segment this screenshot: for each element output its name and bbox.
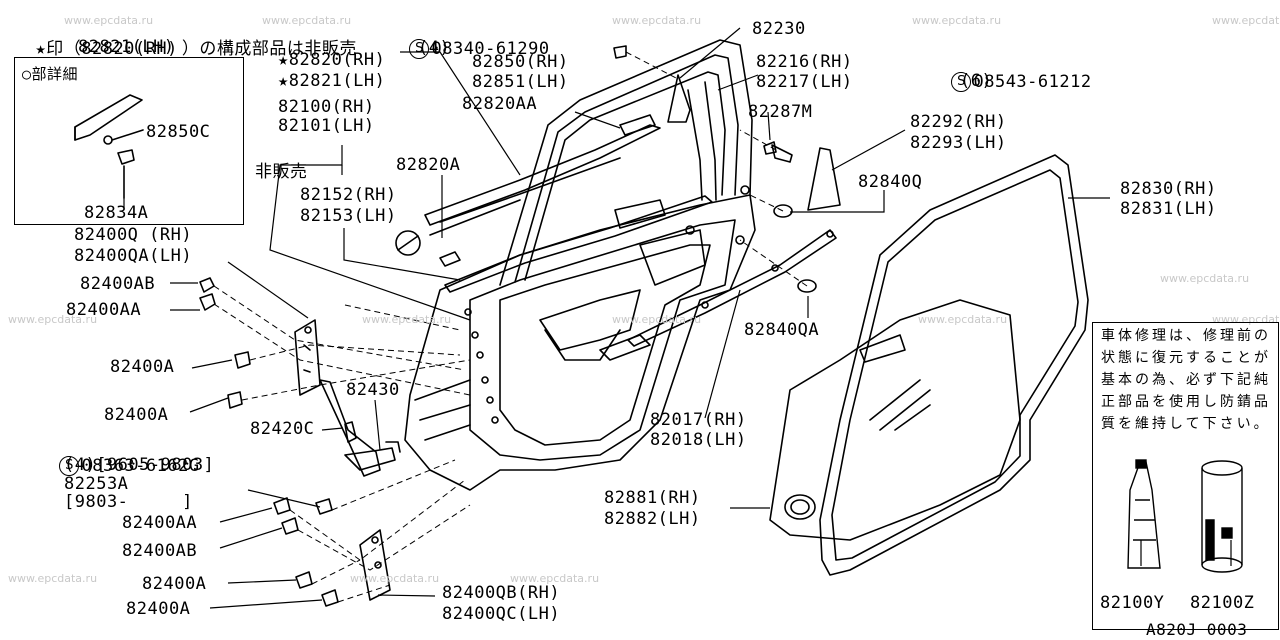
part-label: 82400AA: [66, 300, 142, 320]
part-label: ★82821(LH): [278, 71, 386, 91]
belt-molding-outer: [424, 124, 661, 236]
part-label: 82400A: [142, 574, 207, 594]
screw-symbol-icon: S: [409, 39, 430, 59]
part-label: 82293(LH): [910, 133, 1007, 153]
watermark: www.epcdata.ru: [612, 313, 702, 326]
window-regulator-strip: [627, 229, 837, 347]
door-weatherstrip-ring: [819, 154, 1089, 576]
part-label: 82830(RH): [1120, 179, 1217, 199]
part-label: 82851(LH): [472, 72, 569, 92]
part-label: 82400QB(RH): [442, 583, 561, 603]
part-label: 82253A: [64, 474, 129, 494]
watermark: www.epcdata.ru: [510, 572, 600, 585]
watermark: www.epcdata.ru: [8, 572, 98, 585]
part-label: 82287M: [748, 102, 813, 122]
part-range: [9803- ]: [64, 492, 193, 512]
header-note: ★印（82820(RH)）の構成部品は非販売: [35, 39, 357, 59]
screw-symbol-icon: S: [59, 456, 80, 476]
header-note-line2: 82821(LH): [78, 37, 175, 57]
part-label: 82400QC(LH): [442, 604, 561, 624]
lower-hinge: [359, 529, 391, 601]
door-trim-panel: [769, 299, 1021, 541]
repair-note-text: 車体修理は、修理前の状態に復元することが基本の為、必ず下記純正部品を使用し防錆品…: [1101, 328, 1271, 432]
part-label: 82400QA(LH): [74, 246, 193, 266]
part-label: 82881(RH): [604, 488, 701, 508]
part-label: 82100Z: [1190, 593, 1255, 613]
part-label: 82840QA: [744, 320, 820, 340]
part-label: 82217(LH): [756, 72, 853, 92]
part-label: 82216(RH): [756, 52, 853, 72]
part-label: 82840Q: [858, 172, 923, 192]
upper-hinge: [294, 319, 321, 396]
part-label: 82100(RH): [278, 97, 375, 117]
watermark: www.epcdata.ru: [1160, 272, 1250, 285]
star-icon: ★: [35, 39, 47, 59]
watermark: www.epcdata.ru: [262, 14, 352, 27]
part-label: 82831(LH): [1120, 199, 1217, 219]
part-label: 82292(RH): [910, 112, 1007, 132]
part-label: 82400Q (RH): [74, 225, 193, 245]
door-sash-frame: [499, 39, 753, 286]
watermark: www.epcdata.ru: [350, 572, 440, 585]
screw-symbol-icon: S: [951, 72, 972, 92]
watermark: www.epcdata.ru: [912, 14, 1002, 27]
part-label: 82400AB: [80, 274, 156, 294]
part-label: 82152(RH): [300, 185, 397, 205]
screw-qty: (4): [418, 38, 451, 58]
door-inner-panel: [404, 185, 756, 491]
part-label: 82850C: [146, 122, 211, 142]
part-label: 82400A: [110, 357, 175, 377]
watermark: www.epcdata.ru: [1212, 14, 1280, 27]
rustproof-can: [1201, 460, 1243, 573]
watermark: www.epcdata.ru: [918, 313, 1008, 326]
watermark: www.epcdata.ru: [64, 14, 154, 27]
weatherstrip-inner: [444, 195, 713, 293]
screw-qty: (6): [960, 71, 993, 91]
part-label: 82017(RH): [650, 410, 747, 430]
part-label: 82850(RH): [472, 52, 569, 72]
part-label: 82400AA: [122, 513, 198, 533]
part-label: ★82820(RH): [278, 50, 386, 70]
part-label: 82400A: [126, 599, 191, 619]
part-label: 82400AB: [122, 541, 198, 561]
part-label: 82820AA: [462, 94, 538, 114]
part-label: 82100Y: [1100, 593, 1165, 613]
part-label: 82420C: [250, 419, 315, 439]
screw-qty-range: (4)[9605-9803]: [64, 455, 215, 475]
part-label: 82430: [346, 380, 400, 400]
part-label: 82230: [752, 19, 806, 39]
door-check-link: [319, 379, 401, 477]
repair-note-box: 車体修理は、修理前の状態に復元することが基本の為、必ず下記純正部品を使用し防錆品…: [1092, 322, 1279, 630]
detail-box: [14, 57, 244, 225]
part-label: 82153(LH): [300, 206, 397, 226]
part-label: 82820A: [396, 155, 461, 175]
part-label: 82882(LH): [604, 509, 701, 529]
part-label: 82834A: [84, 203, 149, 223]
watermark: www.epcdata.ru: [612, 14, 702, 27]
watermark: www.epcdata.ru: [362, 313, 452, 326]
watermark: www.epcdata.ru: [8, 313, 98, 326]
part-label: 82101(LH): [278, 116, 375, 136]
detail-box-title: ○部詳細: [22, 65, 79, 83]
part-label: 82400A: [104, 405, 169, 425]
not-for-sale-label: 非販売: [255, 162, 308, 182]
part-label: 82018(LH): [650, 430, 747, 450]
sealer-tube: [1127, 459, 1161, 569]
diagram-code: A820J 0003: [1146, 620, 1248, 639]
